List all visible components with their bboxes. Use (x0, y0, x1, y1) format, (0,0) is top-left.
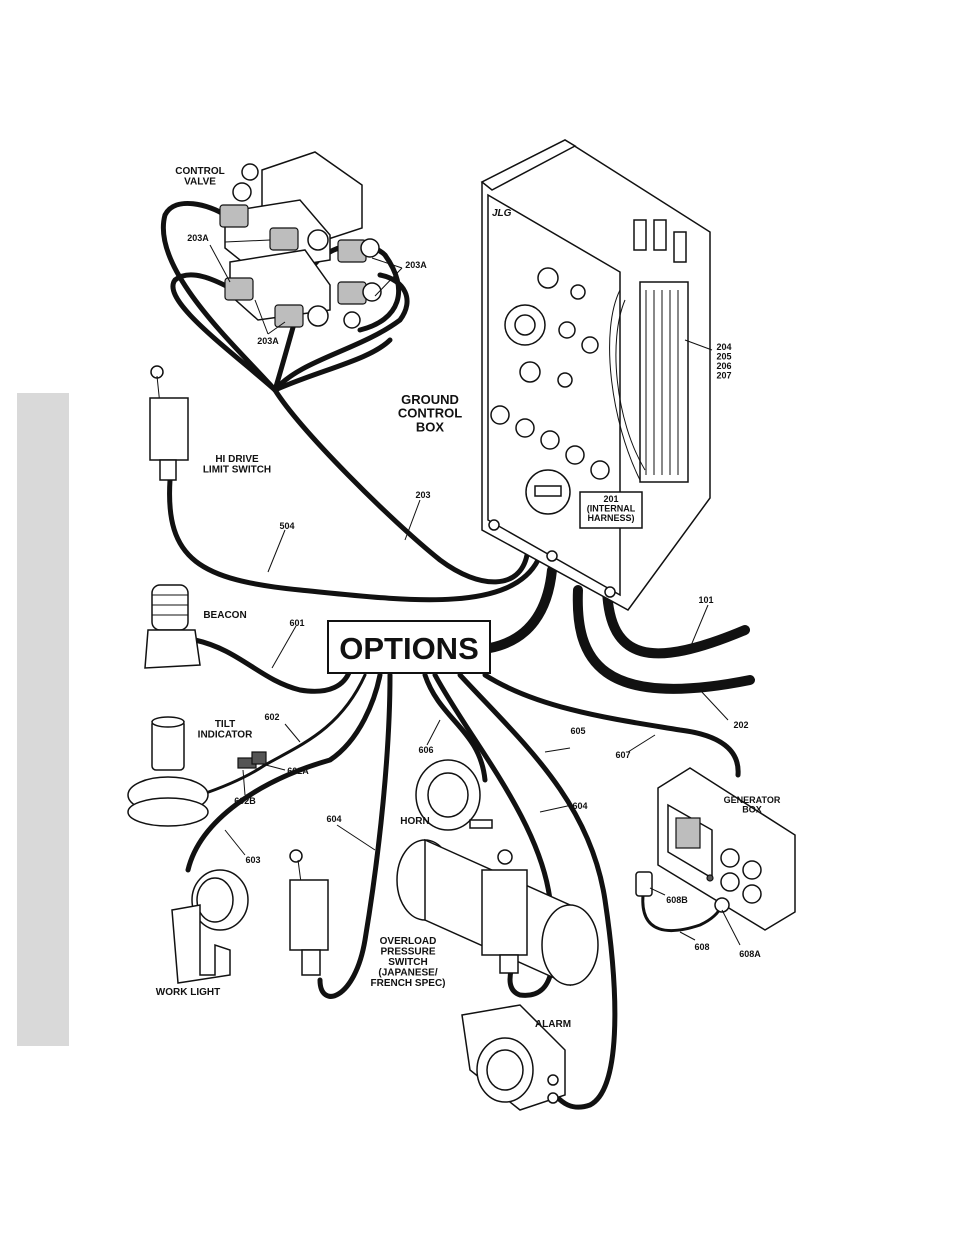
generator-box (636, 768, 795, 930)
callout-203a-bottom: 203A (257, 336, 279, 346)
callout-608b: 608B (666, 895, 688, 905)
callout-203a-right: 203A (405, 260, 427, 270)
label-work-light: WORK LIGHT (156, 987, 220, 998)
callout-606: 606 (418, 745, 433, 755)
ground-control-box: JLG (482, 140, 710, 610)
page-title: OPTIONS (339, 631, 479, 666)
callout-604-left: 604 (326, 814, 341, 824)
callout-605: 605 (570, 726, 585, 736)
callout-604-right: 604 (572, 801, 587, 811)
callout-101: 101 (698, 595, 713, 605)
callout-601: 601 (289, 618, 304, 628)
callout-504: 504 (279, 521, 294, 531)
callout-202: 202 (733, 720, 748, 730)
callout-203: 203 (415, 490, 430, 500)
callout-607: 607 (615, 750, 630, 760)
limit-switch-604 (290, 850, 328, 975)
callout-608: 608 (694, 942, 709, 952)
callout-602a: 602A (287, 766, 309, 776)
label-beacon: BEACON (203, 610, 246, 621)
label-horn: HORN (400, 816, 429, 827)
callout-603: 603 (245, 855, 260, 865)
control-valve (220, 152, 381, 328)
label-alarm: ALARM (535, 1019, 571, 1030)
callout-602: 602 (264, 712, 279, 722)
beacon (145, 585, 200, 668)
brand-mark: JLG (492, 208, 512, 219)
callout-608a: 608A (739, 949, 761, 959)
options-title: OPTIONS (328, 621, 490, 673)
work-light (172, 870, 248, 983)
callout-602b: 602B (234, 796, 256, 806)
hi-drive-limit-switch (150, 366, 188, 480)
callout-203a-top: 203A (187, 233, 209, 243)
